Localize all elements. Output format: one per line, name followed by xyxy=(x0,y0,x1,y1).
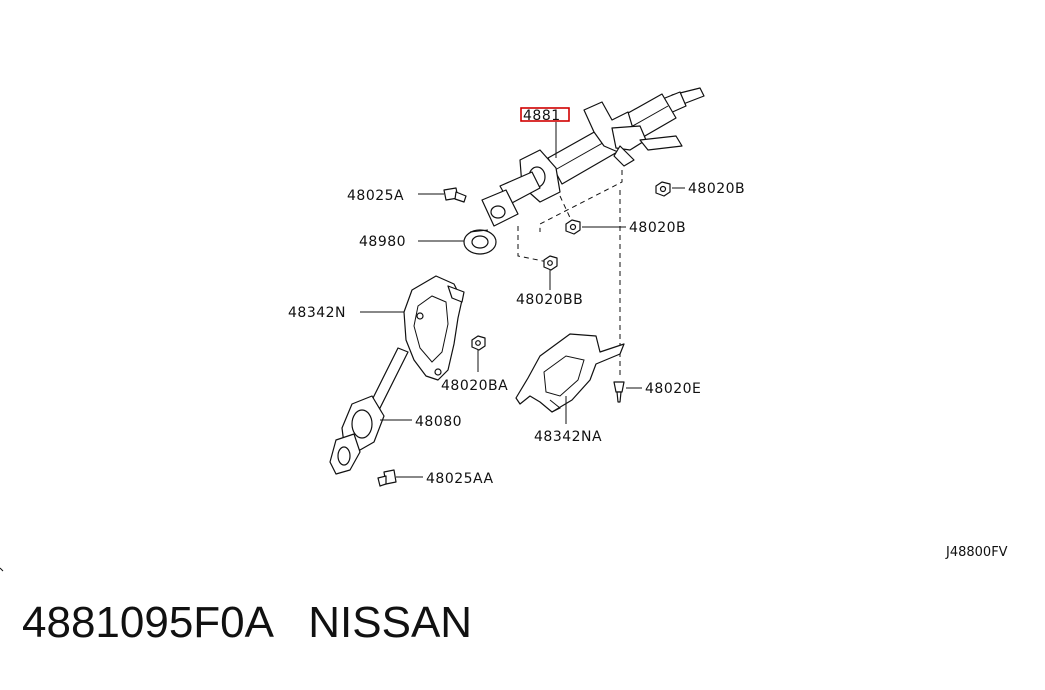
nut-48020b-top xyxy=(655,181,671,197)
column-cover-48342n xyxy=(403,275,465,381)
column-cover-48342na xyxy=(515,333,625,413)
label-48025aa: 48025AA xyxy=(426,471,494,487)
label-48080: 48080 xyxy=(415,414,462,430)
label-48342na: 48342NA xyxy=(534,429,602,445)
label-48980: 48980 xyxy=(359,234,406,250)
bolt-48025a xyxy=(443,187,467,203)
cover-48980 xyxy=(463,229,497,255)
nut-48020bb xyxy=(543,255,558,271)
label-48025a: 48025A xyxy=(347,188,404,204)
steering-column-assembly xyxy=(481,87,705,227)
part-caption: 4881095F0A NISSAN xyxy=(22,598,472,648)
label-48020ba: 48020BA xyxy=(441,378,508,394)
reference-code: J48800FV xyxy=(945,545,1008,560)
label-4881: 4881 xyxy=(523,108,561,124)
part-number: 4881095F0A xyxy=(22,598,272,647)
highlight-box xyxy=(520,107,570,122)
bolt-48025aa xyxy=(377,469,397,487)
label-48020b-top: 48020B xyxy=(688,181,745,197)
label-48020bb: 48020BB xyxy=(516,292,583,308)
label-48342n: 48342N xyxy=(288,305,346,321)
lower-shaft-48080 xyxy=(329,347,409,475)
nut-48020ba xyxy=(471,335,486,351)
clip-48020e xyxy=(613,381,625,403)
label-48020b-mid: 48020B xyxy=(629,220,686,236)
nut-48020b-mid xyxy=(565,219,581,235)
brand-name: NISSAN xyxy=(308,598,473,647)
label-48020e: 48020E xyxy=(645,381,701,397)
